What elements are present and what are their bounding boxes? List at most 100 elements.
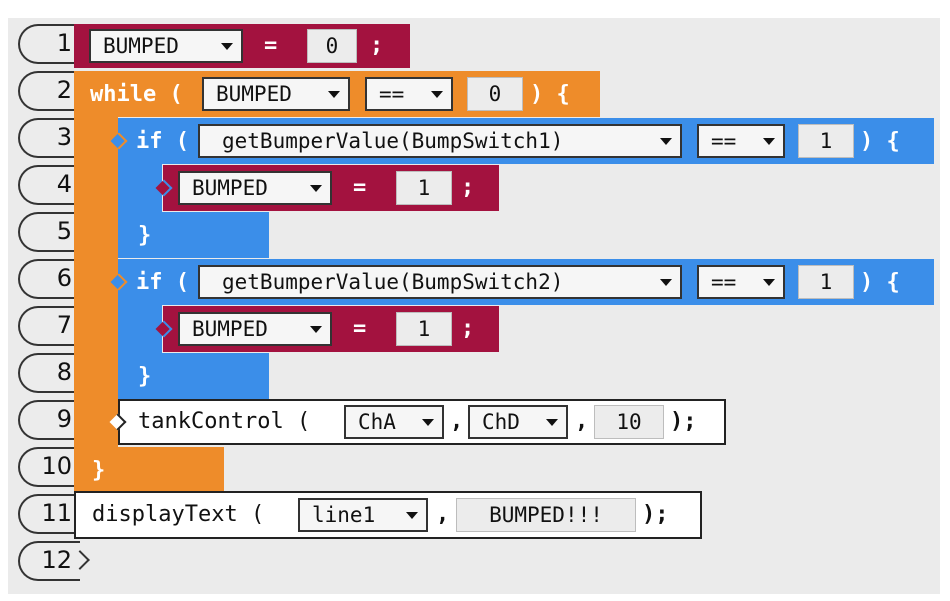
line-dropdown[interactable]: line1: [298, 498, 428, 532]
variable-dropdown[interactable]: BUMPED: [89, 29, 243, 63]
caret-down-icon: [422, 419, 434, 426]
assignment-block-line1[interactable]: BUMPED = 0 ;: [74, 24, 410, 68]
if-block-2-body-bar: [118, 305, 162, 353]
variable-dropdown[interactable]: BUMPED: [178, 312, 332, 346]
caret-down-icon: [431, 91, 443, 98]
dropdown-value: ==: [379, 82, 405, 106]
line-number-label: 7: [56, 311, 72, 339]
condition-function-dropdown[interactable]: getBumperValue(BumpSwitch2): [198, 265, 682, 299]
line-number-12[interactable]: 12: [18, 541, 90, 581]
value-input[interactable]: 0: [307, 29, 357, 63]
line-number-label: 10: [41, 452, 72, 480]
assignment-block-line7[interactable]: BUMPED = 1 ;: [163, 306, 499, 352]
dropdown-value: BUMPED: [103, 34, 179, 58]
caret-down-icon: [660, 279, 672, 286]
if-end-brace: }: [138, 364, 152, 389]
semicolon: ;: [461, 175, 475, 200]
caret-down-icon: [310, 185, 322, 192]
tankcontrol-block[interactable]: tankControl ( ChA , ChD , 10 );: [118, 399, 726, 445]
while-close: ) {: [530, 82, 570, 107]
dropdown-value: ==: [711, 129, 737, 153]
channel-a-dropdown[interactable]: ChA: [344, 405, 444, 439]
if-block-2-footer: [118, 353, 269, 399]
argument-separator: ,: [575, 409, 589, 434]
assign-operator: =: [353, 316, 367, 341]
function-name: tankControl (: [138, 409, 311, 434]
value-input[interactable]: 1: [396, 171, 452, 205]
variable-dropdown[interactable]: BUMPED: [178, 171, 332, 205]
statement-end: );: [642, 502, 669, 527]
while-keyword: while (: [90, 82, 183, 107]
line-number-9[interactable]: 9: [18, 400, 80, 440]
dropdown-value: line1: [312, 503, 376, 527]
line-number-1[interactable]: 1: [18, 24, 90, 64]
line-number-6[interactable]: 6: [18, 259, 80, 299]
if-block-1-body-bar: [118, 164, 162, 212]
if-close: ) {: [860, 129, 900, 154]
semicolon: ;: [461, 316, 475, 341]
condition-operator-dropdown[interactable]: ==: [697, 265, 785, 299]
value-input[interactable]: 1: [396, 312, 452, 346]
argument-separator: ,: [436, 502, 450, 527]
while-loop-footer: [74, 447, 224, 491]
if-block-1-footer: [118, 212, 269, 258]
caret-down-icon: [328, 91, 340, 98]
while-value-input[interactable]: 0: [467, 77, 523, 111]
channel-d-dropdown[interactable]: ChD: [468, 405, 568, 439]
condition-operator-dropdown[interactable]: ==: [697, 124, 785, 158]
dropdown-value: getBumperValue(BumpSwitch2): [222, 270, 564, 294]
statement-end: );: [670, 409, 697, 434]
line-number-label: 4: [56, 170, 72, 198]
line-number-label: 8: [56, 358, 72, 386]
line-number-4[interactable]: 4: [18, 165, 80, 205]
line-number-2[interactable]: 2: [18, 71, 90, 111]
dropdown-value: ChD: [482, 410, 520, 434]
dropdown-value: BUMPED: [192, 176, 268, 200]
caret-down-icon: [546, 419, 558, 426]
condition-value-input[interactable]: 1: [798, 124, 854, 158]
speed-input[interactable]: 10: [594, 405, 664, 439]
semicolon: ;: [370, 33, 384, 58]
line-number-11[interactable]: 11: [18, 494, 90, 534]
while-operator-dropdown[interactable]: ==: [365, 77, 453, 111]
code-editor: 1 2 3 4 5 6 7 8 9 10 11 12 BUMPED = 0 ; …: [8, 18, 940, 594]
line-number-8[interactable]: 8: [18, 353, 80, 393]
line-number-label: 12: [41, 546, 72, 574]
function-name: displayText (: [92, 502, 265, 527]
line-number-label: 11: [41, 499, 72, 527]
line-number-10[interactable]: 10: [18, 447, 80, 487]
line-number-label: 1: [56, 29, 72, 57]
line-number-5[interactable]: 5: [18, 212, 80, 252]
text-input[interactable]: BUMPED!!!: [456, 498, 636, 532]
line-number-label: 5: [56, 217, 72, 245]
caret-down-icon: [221, 43, 233, 50]
if-keyword: if (: [136, 129, 189, 154]
caret-down-icon: [763, 138, 775, 145]
if-close: ) {: [860, 270, 900, 295]
argument-separator: ,: [450, 409, 464, 434]
line-number-label: 2: [56, 76, 72, 104]
while-variable-dropdown[interactable]: BUMPED: [202, 77, 350, 111]
line-number-label: 9: [56, 405, 72, 433]
caret-down-icon: [406, 512, 418, 519]
dropdown-value: BUMPED: [192, 317, 268, 341]
dropdown-value: BUMPED: [216, 82, 292, 106]
dropdown-value: ChA: [358, 410, 396, 434]
line-number-label: 3: [56, 123, 72, 151]
dropdown-value: getBumperValue(BumpSwitch1): [222, 129, 564, 153]
line-number-3[interactable]: 3: [18, 118, 80, 158]
caret-down-icon: [763, 279, 775, 286]
caret-down-icon: [310, 326, 322, 333]
line-number-7[interactable]: 7: [18, 306, 80, 346]
caret-down-icon: [660, 138, 672, 145]
line-number-label: 6: [56, 264, 72, 292]
dropdown-value: ==: [711, 270, 737, 294]
if-end-brace: }: [138, 223, 152, 248]
displaytext-block[interactable]: displayText ( line1 , BUMPED!!! );: [74, 491, 702, 539]
assignment-block-line4[interactable]: BUMPED = 1 ;: [163, 165, 499, 211]
chevron-right-icon: [70, 550, 90, 570]
while-end-brace: }: [92, 458, 106, 483]
assign-operator: =: [264, 33, 278, 58]
condition-value-input[interactable]: 1: [798, 265, 854, 299]
condition-function-dropdown[interactable]: getBumperValue(BumpSwitch1): [198, 124, 682, 158]
